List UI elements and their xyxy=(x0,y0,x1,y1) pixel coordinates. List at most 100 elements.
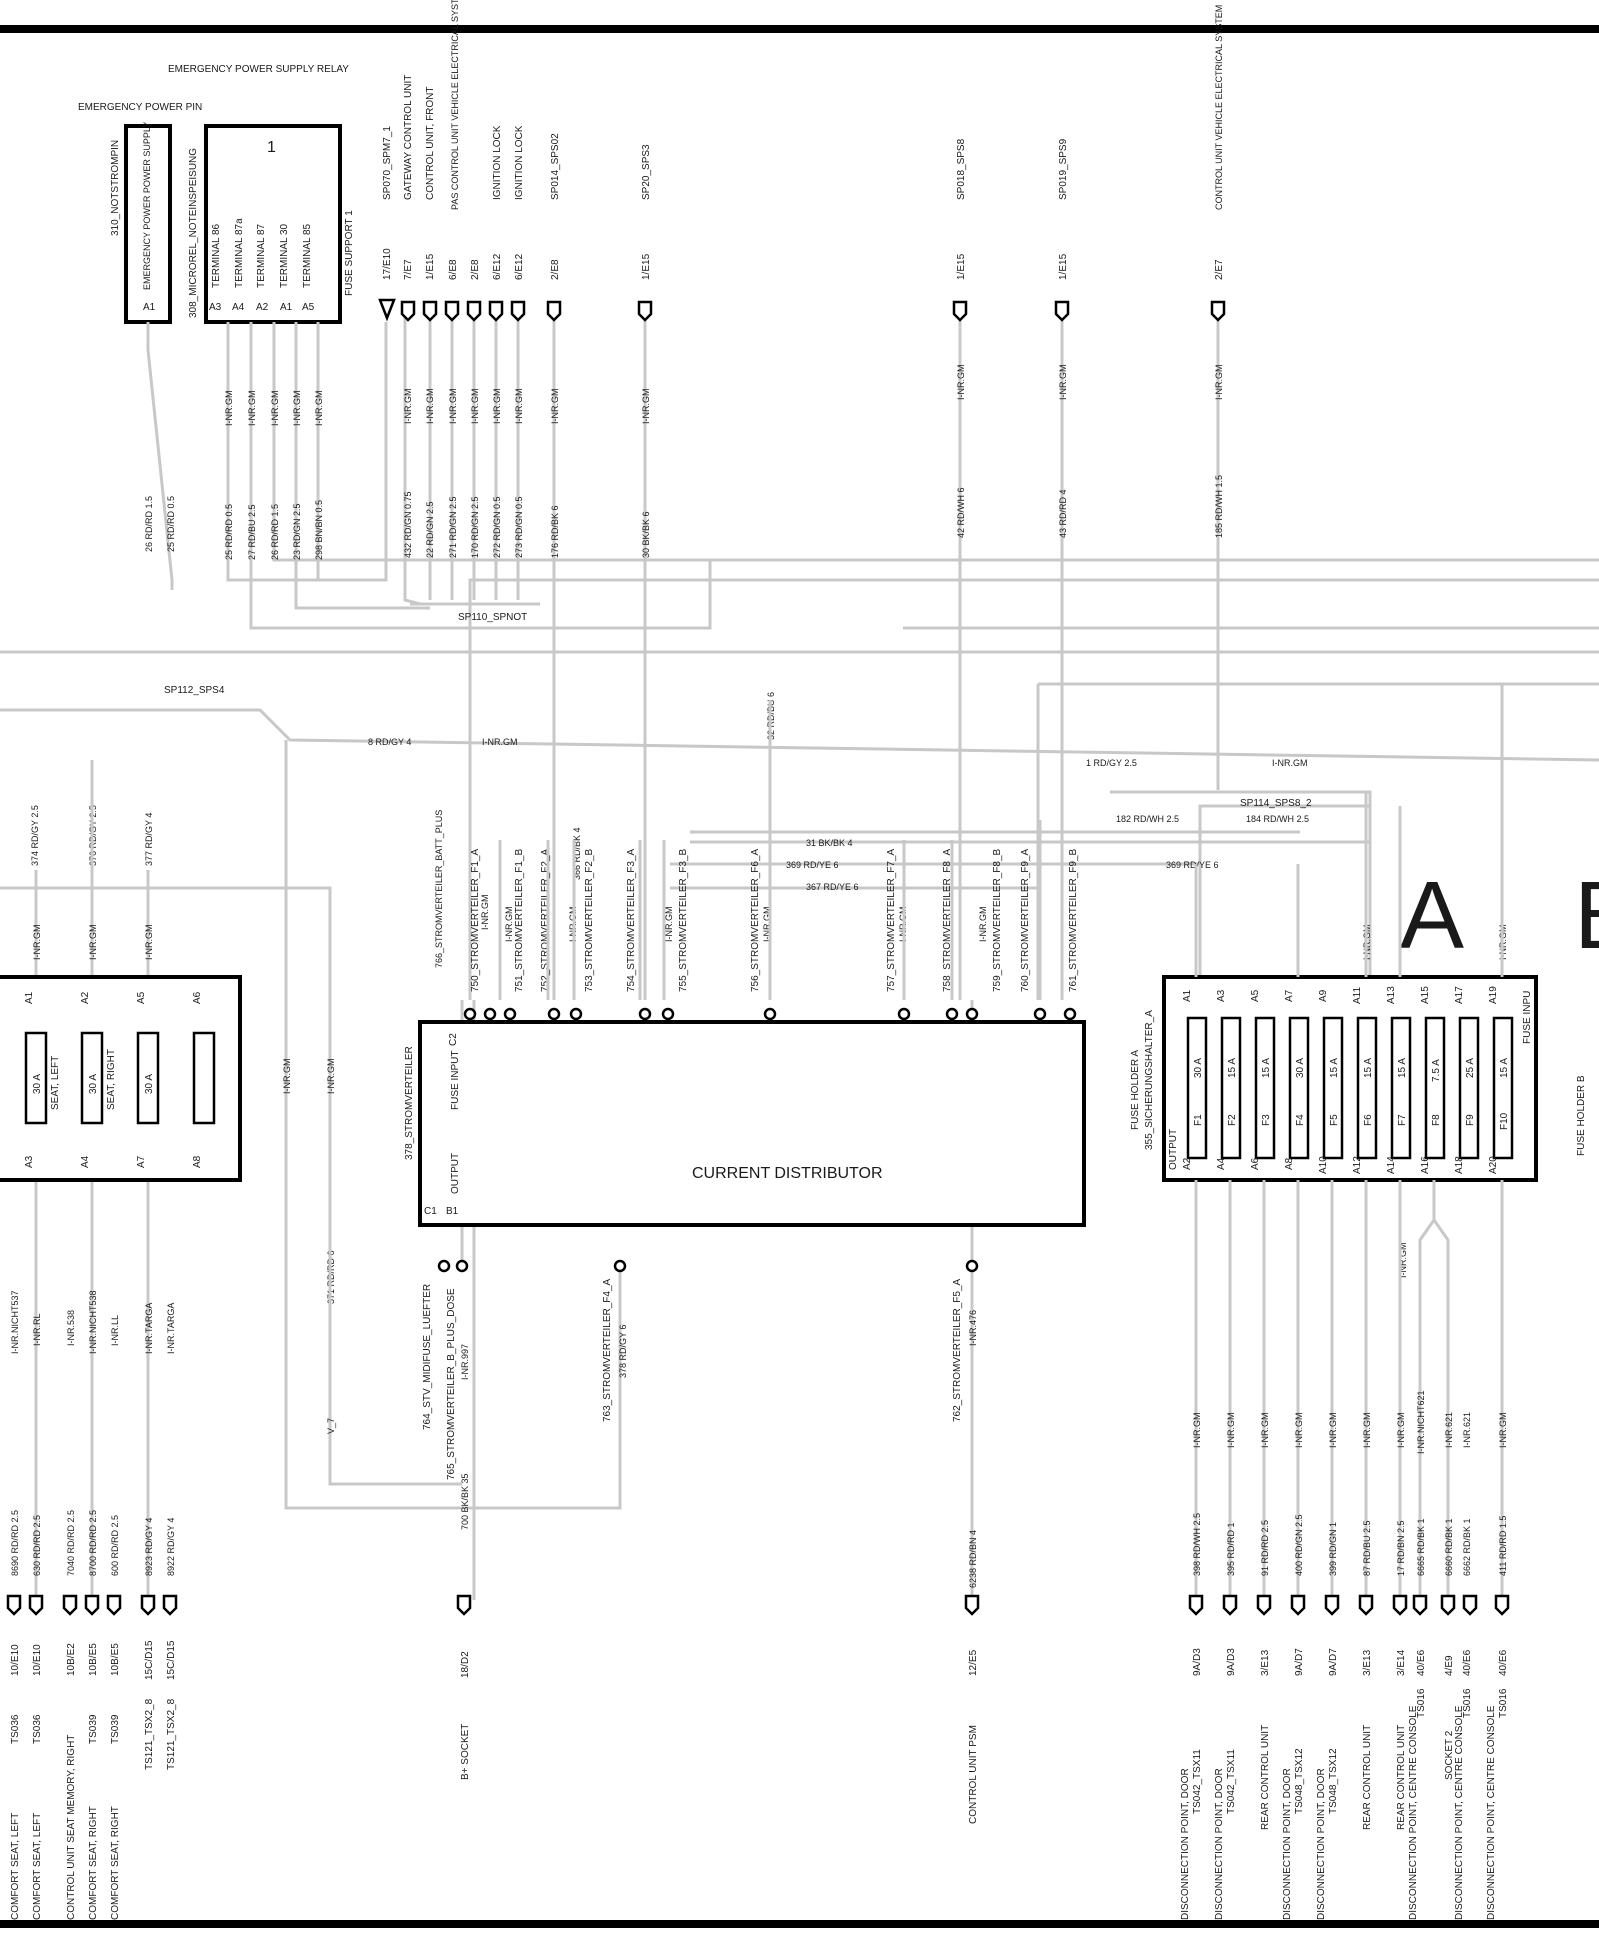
connector-ref: 1/E15 xyxy=(641,253,652,280)
fuse-holder-pin: A20 xyxy=(1488,1156,1499,1174)
eyelet xyxy=(897,1007,911,1021)
fuse-holder-pin: A12 xyxy=(1352,1156,1363,1174)
fuse-holder-component: 355_SICHERUNGSHALTER_A xyxy=(1144,1010,1155,1150)
connector-symbol xyxy=(1494,1594,1510,1616)
fuse-holder-title: FUSE HOLDER A xyxy=(1130,1050,1141,1130)
net-label: I-NR.GM xyxy=(32,925,42,961)
fuse-holder-letter-b: B xyxy=(1574,862,1599,969)
fuse-holder-fuse xyxy=(1492,1016,1514,1160)
wire-label: 25 RD/RD 0.5 xyxy=(224,504,234,560)
fuse-holder-b-label: FUSE HOLDER B xyxy=(1576,1075,1587,1156)
wire-label: 400 RD/GN 2.5 xyxy=(1294,1514,1304,1576)
relay-box xyxy=(204,124,342,324)
net-label: I-NR.GM xyxy=(1058,365,1068,401)
fuse-name: F9 xyxy=(1465,1114,1476,1126)
wire-label: 8690 RD/RD 2.5 xyxy=(10,1510,20,1576)
fuse-holder-letter: A xyxy=(1400,862,1464,969)
eyelet xyxy=(463,1007,477,1021)
wire-label: 366 RD/BK 4 xyxy=(572,827,582,880)
ts-label: TS121_TSX2_8 xyxy=(144,1698,155,1770)
fuse-name: F5 xyxy=(1329,1114,1340,1126)
desc-label: DISCONNECTION POINT, DOOR xyxy=(1180,1768,1191,1920)
distributor-output-label: 754_STROMVERTEILER_F3_A xyxy=(626,848,637,992)
eyelet xyxy=(483,1007,497,1021)
desc-label: REAR CONTROL UNIT xyxy=(1362,1725,1373,1830)
connector-symbol xyxy=(1054,300,1070,322)
relay-terminals: TERMINAL 86 TERMINAL 87a TERMINAL 87 TER… xyxy=(209,218,315,313)
fuse-holder-fuse xyxy=(1186,1016,1208,1160)
net-label: I-NR.GM xyxy=(292,391,302,427)
seat-fuse-rating: 30 A xyxy=(144,1074,155,1094)
ts-label: TS042_TSX11 xyxy=(1226,1749,1237,1814)
wire-label: 27 RD/BU 2.5 xyxy=(247,504,257,560)
fuse-rating: 7.5 A xyxy=(1431,1059,1442,1082)
net-label: I-NR.NICHT621 xyxy=(1416,1390,1426,1454)
fuse-holder-fuse xyxy=(1424,1016,1446,1160)
fuse-holder-fuse xyxy=(1254,1016,1276,1160)
wire-label: 374 RD/GY 2.5 xyxy=(30,805,40,866)
net-label: I-NR.GM xyxy=(1214,365,1224,401)
pin-title: EMERGENCY POWER PIN xyxy=(78,102,202,113)
wire-label: 87 RD/BU 2.5 xyxy=(1362,1520,1372,1576)
wire-label: 369 RD/YE 6 xyxy=(1166,860,1219,870)
top-border xyxy=(0,25,1599,33)
wire-label: 22 RD/GN 2.5 xyxy=(425,501,435,558)
net-label: I-NR.NICHT538 xyxy=(88,1290,98,1354)
fuse-name: F4 xyxy=(1295,1114,1306,1126)
connector-ref: 15C/D15 xyxy=(144,1640,155,1680)
connector-ref: 40/E6 xyxy=(1462,1649,1473,1676)
connector-ref: 6/E8 xyxy=(448,259,459,280)
wire-label: 91 RD/RD 2.5 xyxy=(1260,1520,1270,1576)
fuse-holder-output: OUTPUT xyxy=(1168,1129,1179,1170)
wire-label: 26 RD/RD 1.5 xyxy=(270,504,280,560)
fuse-holder-pin: A17 xyxy=(1454,986,1465,1004)
fuse-rating: 30 A xyxy=(1193,1058,1204,1078)
connector-ref: 40/E6 xyxy=(1498,1649,1509,1676)
relay-terminal: TERMINAL 30 xyxy=(279,223,290,288)
connector-ref: 3/E13 xyxy=(1362,1649,1373,1676)
ts-label: TS042_TSX11 xyxy=(1192,1749,1203,1814)
connector-id: SP20_SPS3 xyxy=(641,144,652,200)
connector-ref: 9A/D3 xyxy=(1226,1648,1237,1676)
wire-label: 170 RD/GN 2.5 xyxy=(470,496,480,558)
relay-pin: A3 xyxy=(209,302,222,313)
wire-label: 398 RD/WH 2.5 xyxy=(1192,1513,1202,1576)
fuse-holder-fuse xyxy=(1356,1016,1378,1160)
net-label: I-NR.GM xyxy=(314,391,324,427)
net-label: I-NR.GM xyxy=(492,389,502,425)
distributor-output-label: 751_STROMVERTEILER_F1_B xyxy=(514,848,525,992)
wire-label: 8 RD/GY 4 xyxy=(368,737,411,747)
connector-desc: IGNITION LOCK xyxy=(492,125,503,200)
net-label: I-NR.GM xyxy=(1398,1243,1408,1279)
connector-ref: 10B/E2 xyxy=(66,1643,77,1676)
connector-id: SP070_SPM7_1 xyxy=(382,126,393,200)
fuse-rating: 15 A xyxy=(1397,1058,1408,1078)
ts-label: TS048_TSX12 xyxy=(1294,1748,1305,1814)
wire-label: 184 RD/WH 2.5 xyxy=(1246,814,1309,824)
fuse-holder-fuse xyxy=(1390,1016,1412,1160)
fuse-name: F3 xyxy=(1261,1114,1272,1126)
net-label: I-NR.GM xyxy=(403,389,413,425)
desc-label: REAR CONTROL UNIT xyxy=(1396,1725,1407,1830)
seat-fuse xyxy=(80,1031,104,1125)
net-label: V_7 xyxy=(326,1418,336,1434)
desc-label: DISCONNECTION POINT, DOOR xyxy=(1316,1768,1327,1920)
fuse-holder-pin: A15 xyxy=(1420,986,1431,1004)
eyelet xyxy=(1033,1007,1047,1021)
bottom-mid-labels: V_7 700 BK/BK 35 18/D2 B+ SOCKET 6238 RD… xyxy=(326,1418,979,1824)
connector-symbol xyxy=(488,300,504,322)
bottom-left-labels: I-NR.NICHT537 I-NR.RL I-NR.538 I-NR.NICH… xyxy=(10,1290,177,1920)
net-label: I-NR.476 xyxy=(968,1310,978,1346)
net-label: I-NR.997 xyxy=(460,1344,470,1380)
seat-fuse xyxy=(24,1031,48,1125)
net-label: I-NR.GM xyxy=(1498,1413,1508,1449)
eyelet xyxy=(503,1007,517,1021)
fuse-name: F10 xyxy=(1499,1112,1510,1130)
seat-pin: A7 xyxy=(136,1155,147,1168)
fuse-name: F7 xyxy=(1397,1114,1408,1126)
connector-ref: 12/E5 xyxy=(968,1649,979,1676)
relay-component: 308_MICROREL_NOTEINSPEISUNG xyxy=(188,148,199,318)
connector-ref: 10/E10 xyxy=(10,1644,21,1676)
wire-label: 399 RD/GN 1 xyxy=(1328,1522,1338,1576)
splice-sp110: SP110_SPNOT xyxy=(458,612,527,623)
